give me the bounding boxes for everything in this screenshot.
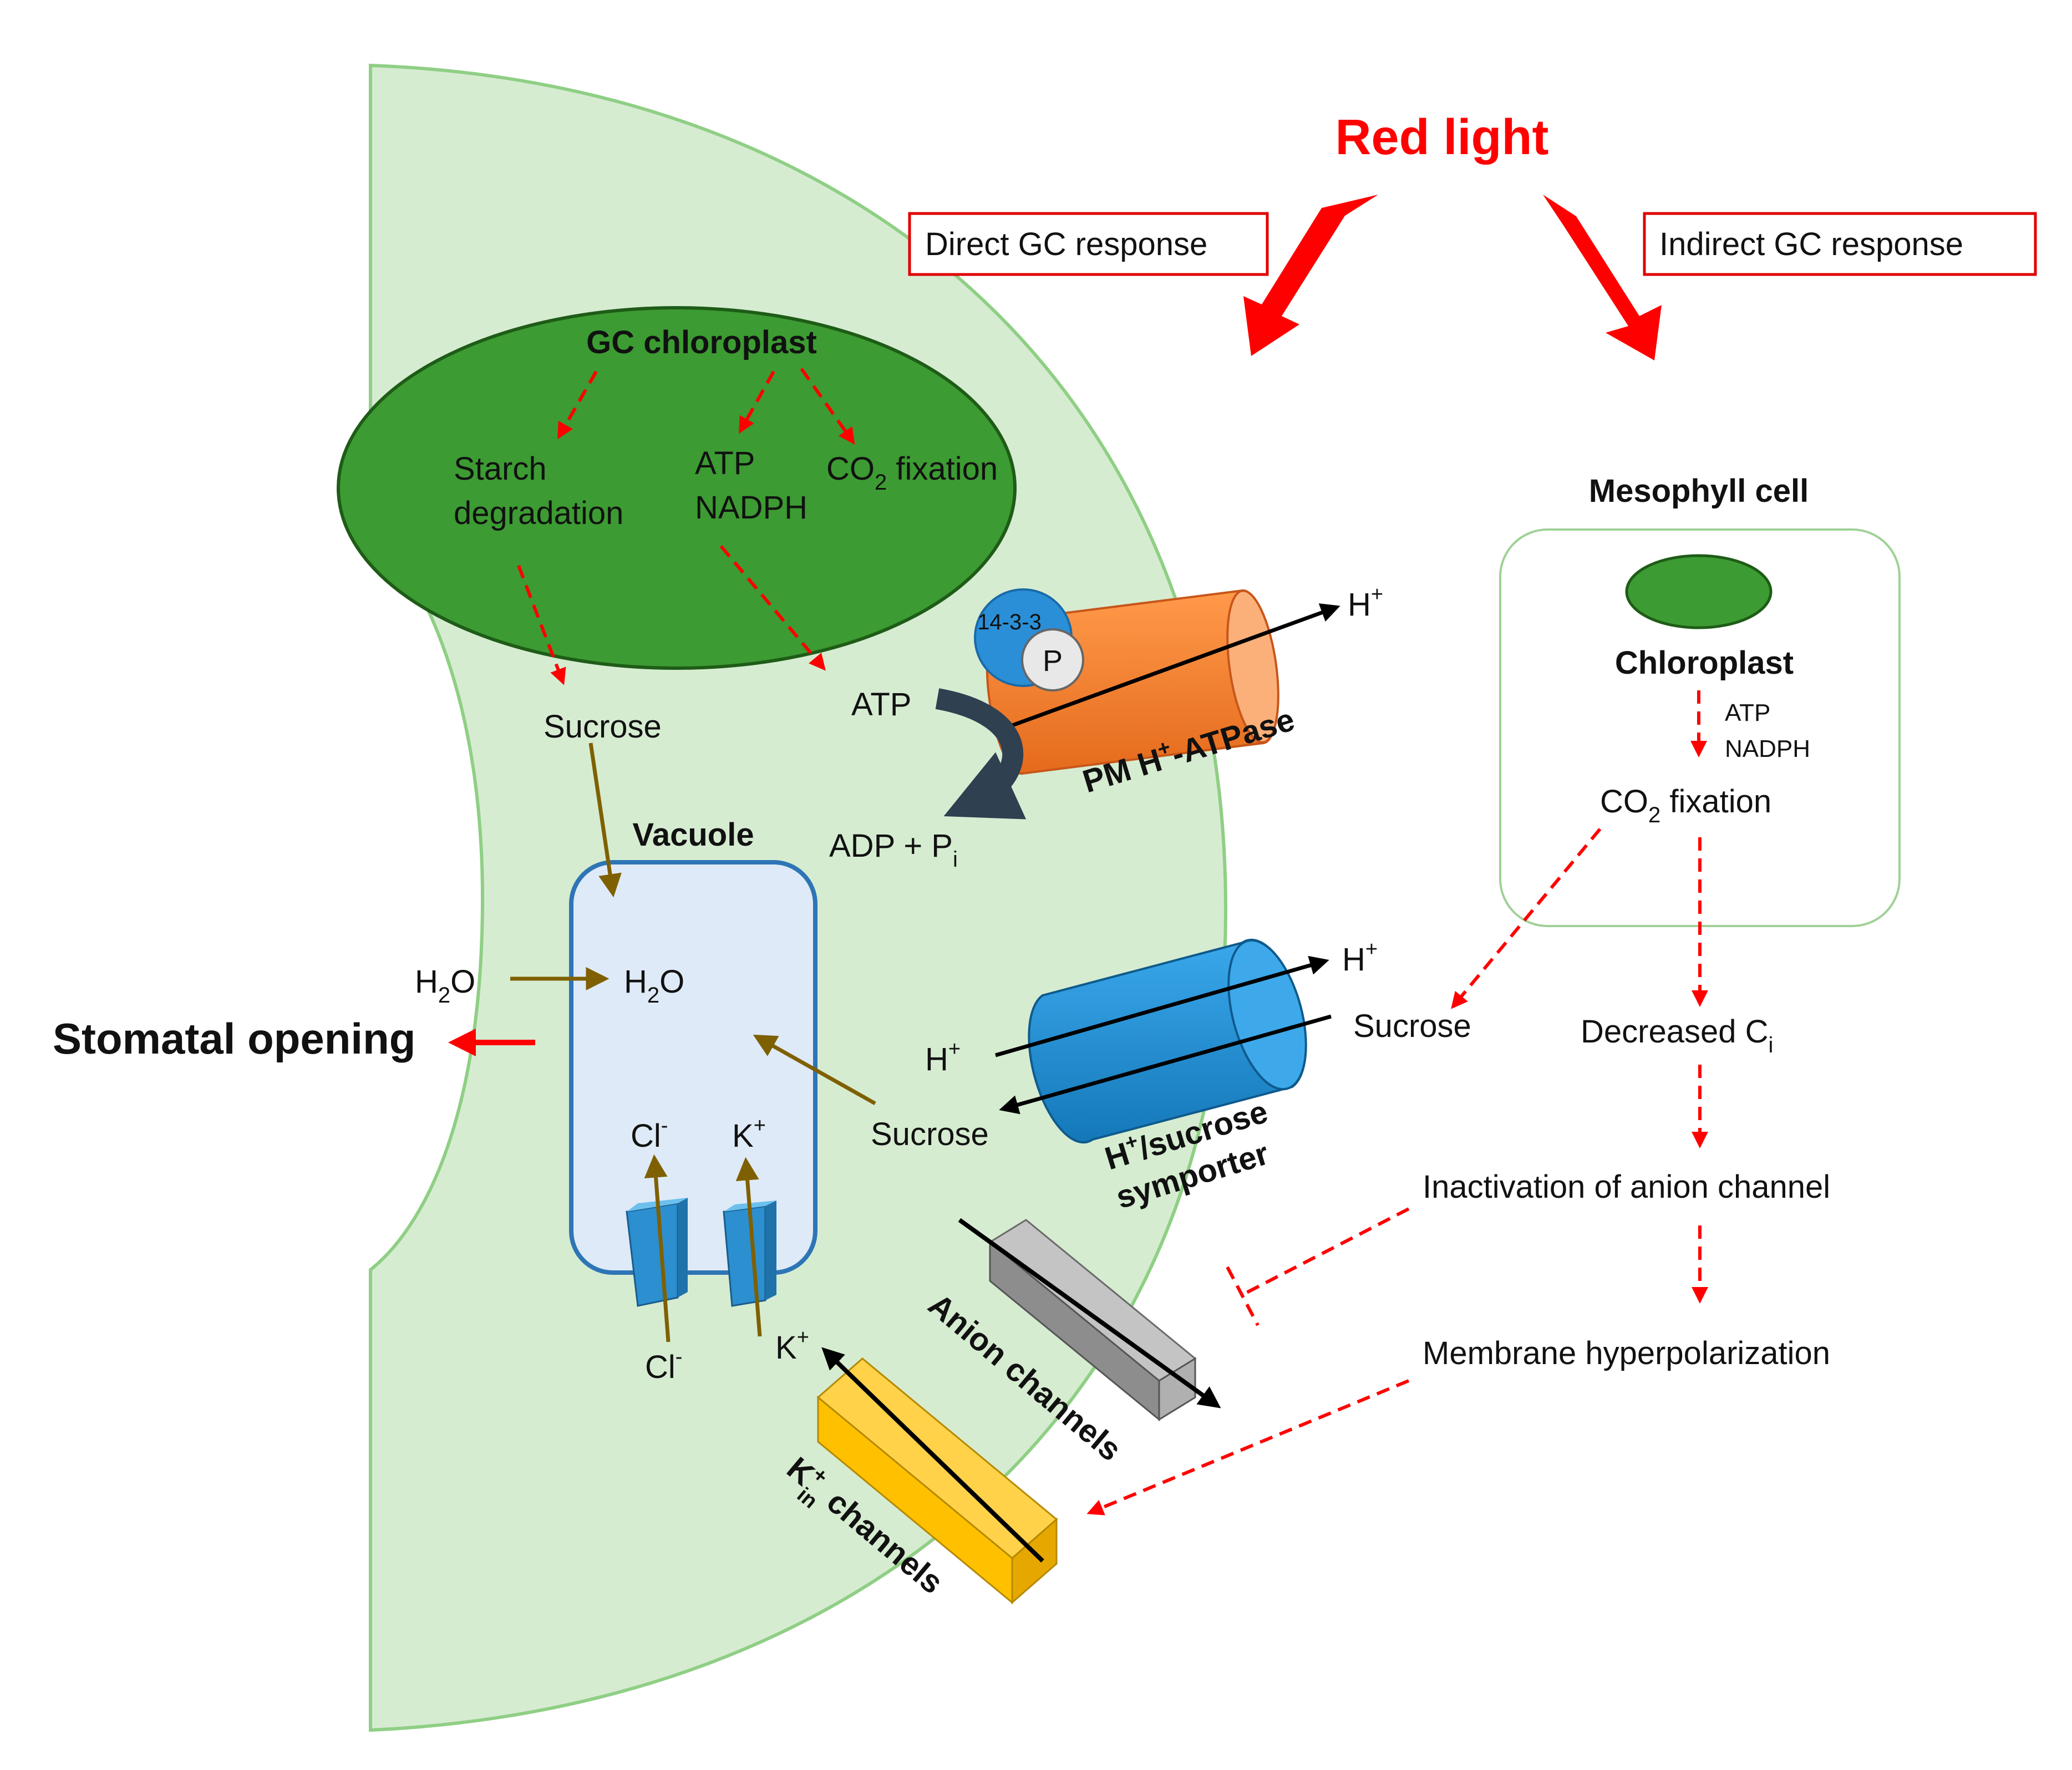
protein-14-3-3-label: 14-3-3: [977, 610, 1042, 634]
chl-nadph-label: NADPH: [695, 490, 808, 526]
indirect-response-label: Indirect GC response: [1659, 226, 1963, 262]
anion-channel-arrow: [958, 1218, 1221, 1408]
starch-label-1: Starch: [454, 451, 547, 487]
vacuole-h2o-label: H2O: [624, 964, 684, 1008]
decreased-ci-label: Decreased Ci: [1581, 1014, 1773, 1057]
chloroplast-dashed-arrows: [517, 368, 855, 685]
mesophyll-title: Mesophyll cell: [1589, 473, 1809, 509]
mesophyll-chloroplast: [1625, 554, 1773, 629]
vacuole-k-label: K+: [732, 1114, 766, 1154]
sucrose-top-label: Sucrose: [544, 709, 662, 745]
inactivation-label: Inactivation of anion channel: [1423, 1169, 1830, 1205]
chl-co2-fixation-label: CO2 fixation: [826, 451, 998, 495]
pump-h-out-label: H+: [1348, 583, 1383, 623]
inhibition-arrow: [1226, 1207, 1410, 1326]
symporter-h-in-label: H+: [925, 1037, 961, 1077]
pm-cl-label: Cl-: [645, 1345, 682, 1385]
stomatal-opening-label: Stomatal opening: [53, 1014, 415, 1063]
pm-k-label: K+: [775, 1326, 809, 1366]
symporter-h-arrow: [995, 955, 1329, 1057]
gc-chloroplast: [337, 306, 1017, 670]
symporter-sucrose-out-label: Sucrose: [1353, 1008, 1471, 1044]
mesophyll-co2-label: CO2 fixation: [1600, 784, 1771, 827]
gc-chloroplast-title: GC chloroplast: [586, 324, 817, 360]
vacuole-cl-label: Cl-: [631, 1114, 668, 1154]
indirect-red-arrow: [1543, 195, 1662, 360]
adp-pi-label: ADP + Pi: [829, 828, 958, 872]
atp-to-adp-arrow: [935, 688, 1027, 820]
symporter-sucrose-arrow: [999, 1014, 1332, 1115]
vacuole-title: Vacuole: [632, 817, 754, 853]
phospho-group: [1021, 628, 1084, 691]
indirect-response-box: Indirect GC response: [1643, 212, 2037, 276]
k-in-channel-arrow: [821, 1347, 1044, 1563]
hyperpolarization-label: Membrane hyperpolarization: [1423, 1335, 1830, 1371]
h-sucrose-symporter: [1028, 938, 1307, 1144]
direct-response-box: Direct GC response: [908, 212, 1269, 276]
direct-response-label: Direct GC response: [925, 226, 1207, 262]
red-light-title: Red light: [1335, 110, 1549, 165]
symporter-sucrose-in-label: Sucrose: [871, 1116, 989, 1152]
starch-label-2: degradation: [454, 495, 623, 531]
phospho-label: P: [1043, 644, 1063, 678]
anion-channel: [988, 1219, 1197, 1422]
pump-h-arrow: [1008, 603, 1340, 729]
pump-atp-label: ATP: [851, 686, 912, 723]
symporter-h-out-label: H+: [1342, 938, 1378, 978]
mesophyll-chloroplast-label: Chloroplast: [1615, 645, 1794, 681]
mesophyll-atp-label: ATP: [1725, 699, 1770, 726]
direct-red-arrow: [1243, 195, 1378, 356]
outside-h2o-label: H2O: [415, 964, 475, 1008]
cascade-dashed-arrows: [1086, 828, 1708, 1515]
brown-arrows: [510, 742, 876, 1342]
chl-atp-label: ATP: [695, 445, 755, 481]
vacuole: [569, 860, 817, 1275]
mesophyll-nadph-label: NADPH: [1725, 735, 1810, 762]
